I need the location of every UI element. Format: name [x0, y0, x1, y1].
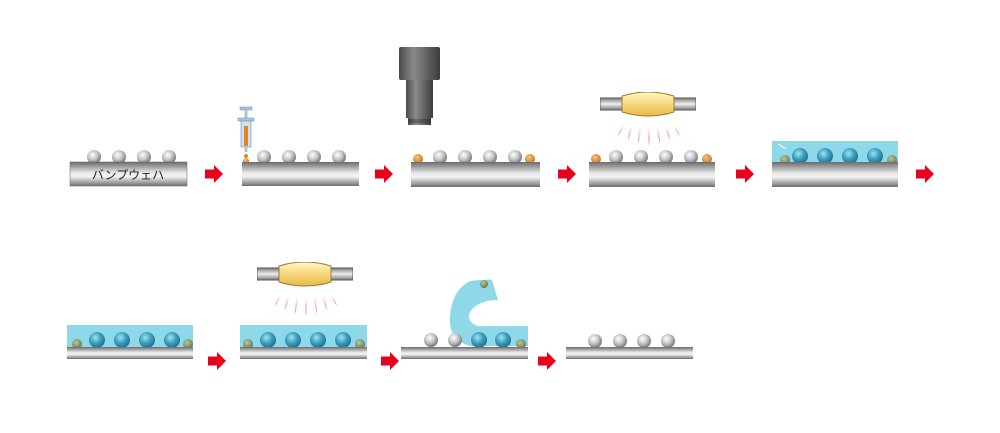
- wafer: [411, 162, 540, 187]
- arrow-right-icon: [736, 165, 754, 183]
- wafer: [242, 162, 359, 186]
- wafer: [240, 347, 367, 359]
- arrow-right-icon: [381, 352, 399, 370]
- step-9-finished-wafer: [566, 334, 693, 359]
- step-5-coat-film: [772, 141, 898, 187]
- step-6-coated-wafer: [67, 325, 193, 359]
- wafer: [401, 347, 528, 359]
- step-4-uv-cure: [589, 92, 715, 187]
- arrow-right-icon: [916, 165, 934, 183]
- wafer: [589, 162, 715, 187]
- arrow-right-icon: [538, 352, 556, 370]
- wafer-label: バンプウェハ: [92, 168, 164, 182]
- arrow-right-icon: [558, 165, 576, 183]
- step-1-bump-wafer: バンプウェハ: [69, 150, 188, 187]
- camera-icon: [399, 47, 440, 125]
- arrow-right-icon: [375, 165, 393, 183]
- wafer: [772, 162, 898, 187]
- arrow-right-icon: [208, 352, 226, 370]
- step-2-dispense: [237, 106, 359, 186]
- wafer: [67, 347, 193, 359]
- step-8-peel-film: [401, 279, 528, 359]
- arrow-right-icon: [205, 165, 223, 183]
- uv-lamp-icon: [257, 262, 353, 317]
- wafer: [69, 161, 188, 187]
- peeling-film: [449, 279, 528, 346]
- step-7-uv-cure: [240, 262, 367, 359]
- uv-lamp-icon: [600, 92, 696, 147]
- wafer: [566, 347, 693, 359]
- step-3-inspect: [399, 47, 540, 187]
- syringe-icon: [237, 106, 255, 158]
- bumps: [87, 150, 176, 164]
